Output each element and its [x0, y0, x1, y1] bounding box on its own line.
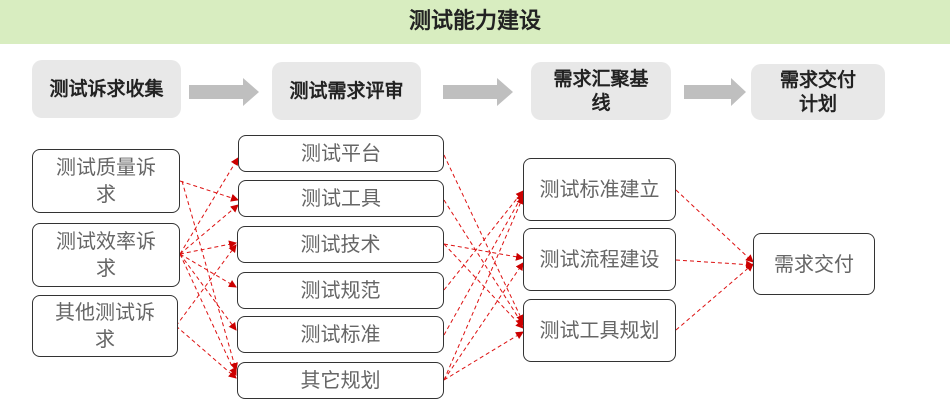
review-specification: 测试规范: [237, 272, 444, 309]
stage-collect: 测试诉求收集: [32, 60, 181, 118]
review-technology: 测试技术: [237, 226, 444, 263]
link: [179, 253, 237, 376]
link: [443, 199, 524, 326]
review-standard: 测试标准: [237, 316, 444, 353]
baseline-process: 测试流程建设: [523, 228, 676, 291]
link: [675, 189, 754, 263]
review-platform: 测试平台: [238, 135, 444, 172]
link: [675, 263, 754, 331]
link: [179, 240, 237, 255]
link: [443, 190, 524, 291]
link: [175, 325, 237, 379]
stage-baseline: 需求汇聚基线: [531, 62, 671, 120]
link: [443, 243, 524, 329]
link: [175, 244, 237, 327]
link: [179, 180, 239, 202]
link: [179, 157, 239, 255]
link: [179, 253, 237, 331]
link: [443, 331, 524, 381]
baseline-tools: 测试工具规划: [523, 299, 676, 362]
link: [443, 243, 524, 261]
link: [443, 262, 524, 381]
link: [179, 204, 239, 255]
link: [181, 180, 238, 371]
stage-arrows: [189, 78, 746, 106]
link: [179, 253, 237, 288]
demand-quality: 测试质量诉求: [32, 149, 180, 213]
stage-review: 测试需求评审: [272, 62, 421, 120]
stage-arrow: [189, 78, 259, 106]
link: [443, 193, 524, 336]
stage-delivery: 需求交付计划: [751, 64, 885, 120]
link: [443, 154, 524, 323]
baseline-standard: 测试标准建立: [523, 158, 676, 221]
diagram-title: 测试能力建设: [0, 0, 950, 44]
review-tools: 测试工具: [238, 180, 444, 217]
stage-arrow: [684, 78, 746, 106]
review-other: 其它规划: [237, 362, 444, 399]
delivery-box: 需求交付: [753, 233, 875, 295]
demand-other: 其他测试诉求: [32, 295, 178, 357]
link: [675, 259, 754, 269]
demand-efficiency: 测试效率诉求: [32, 223, 180, 287]
link: [443, 196, 524, 381]
stage-arrow: [443, 78, 513, 106]
